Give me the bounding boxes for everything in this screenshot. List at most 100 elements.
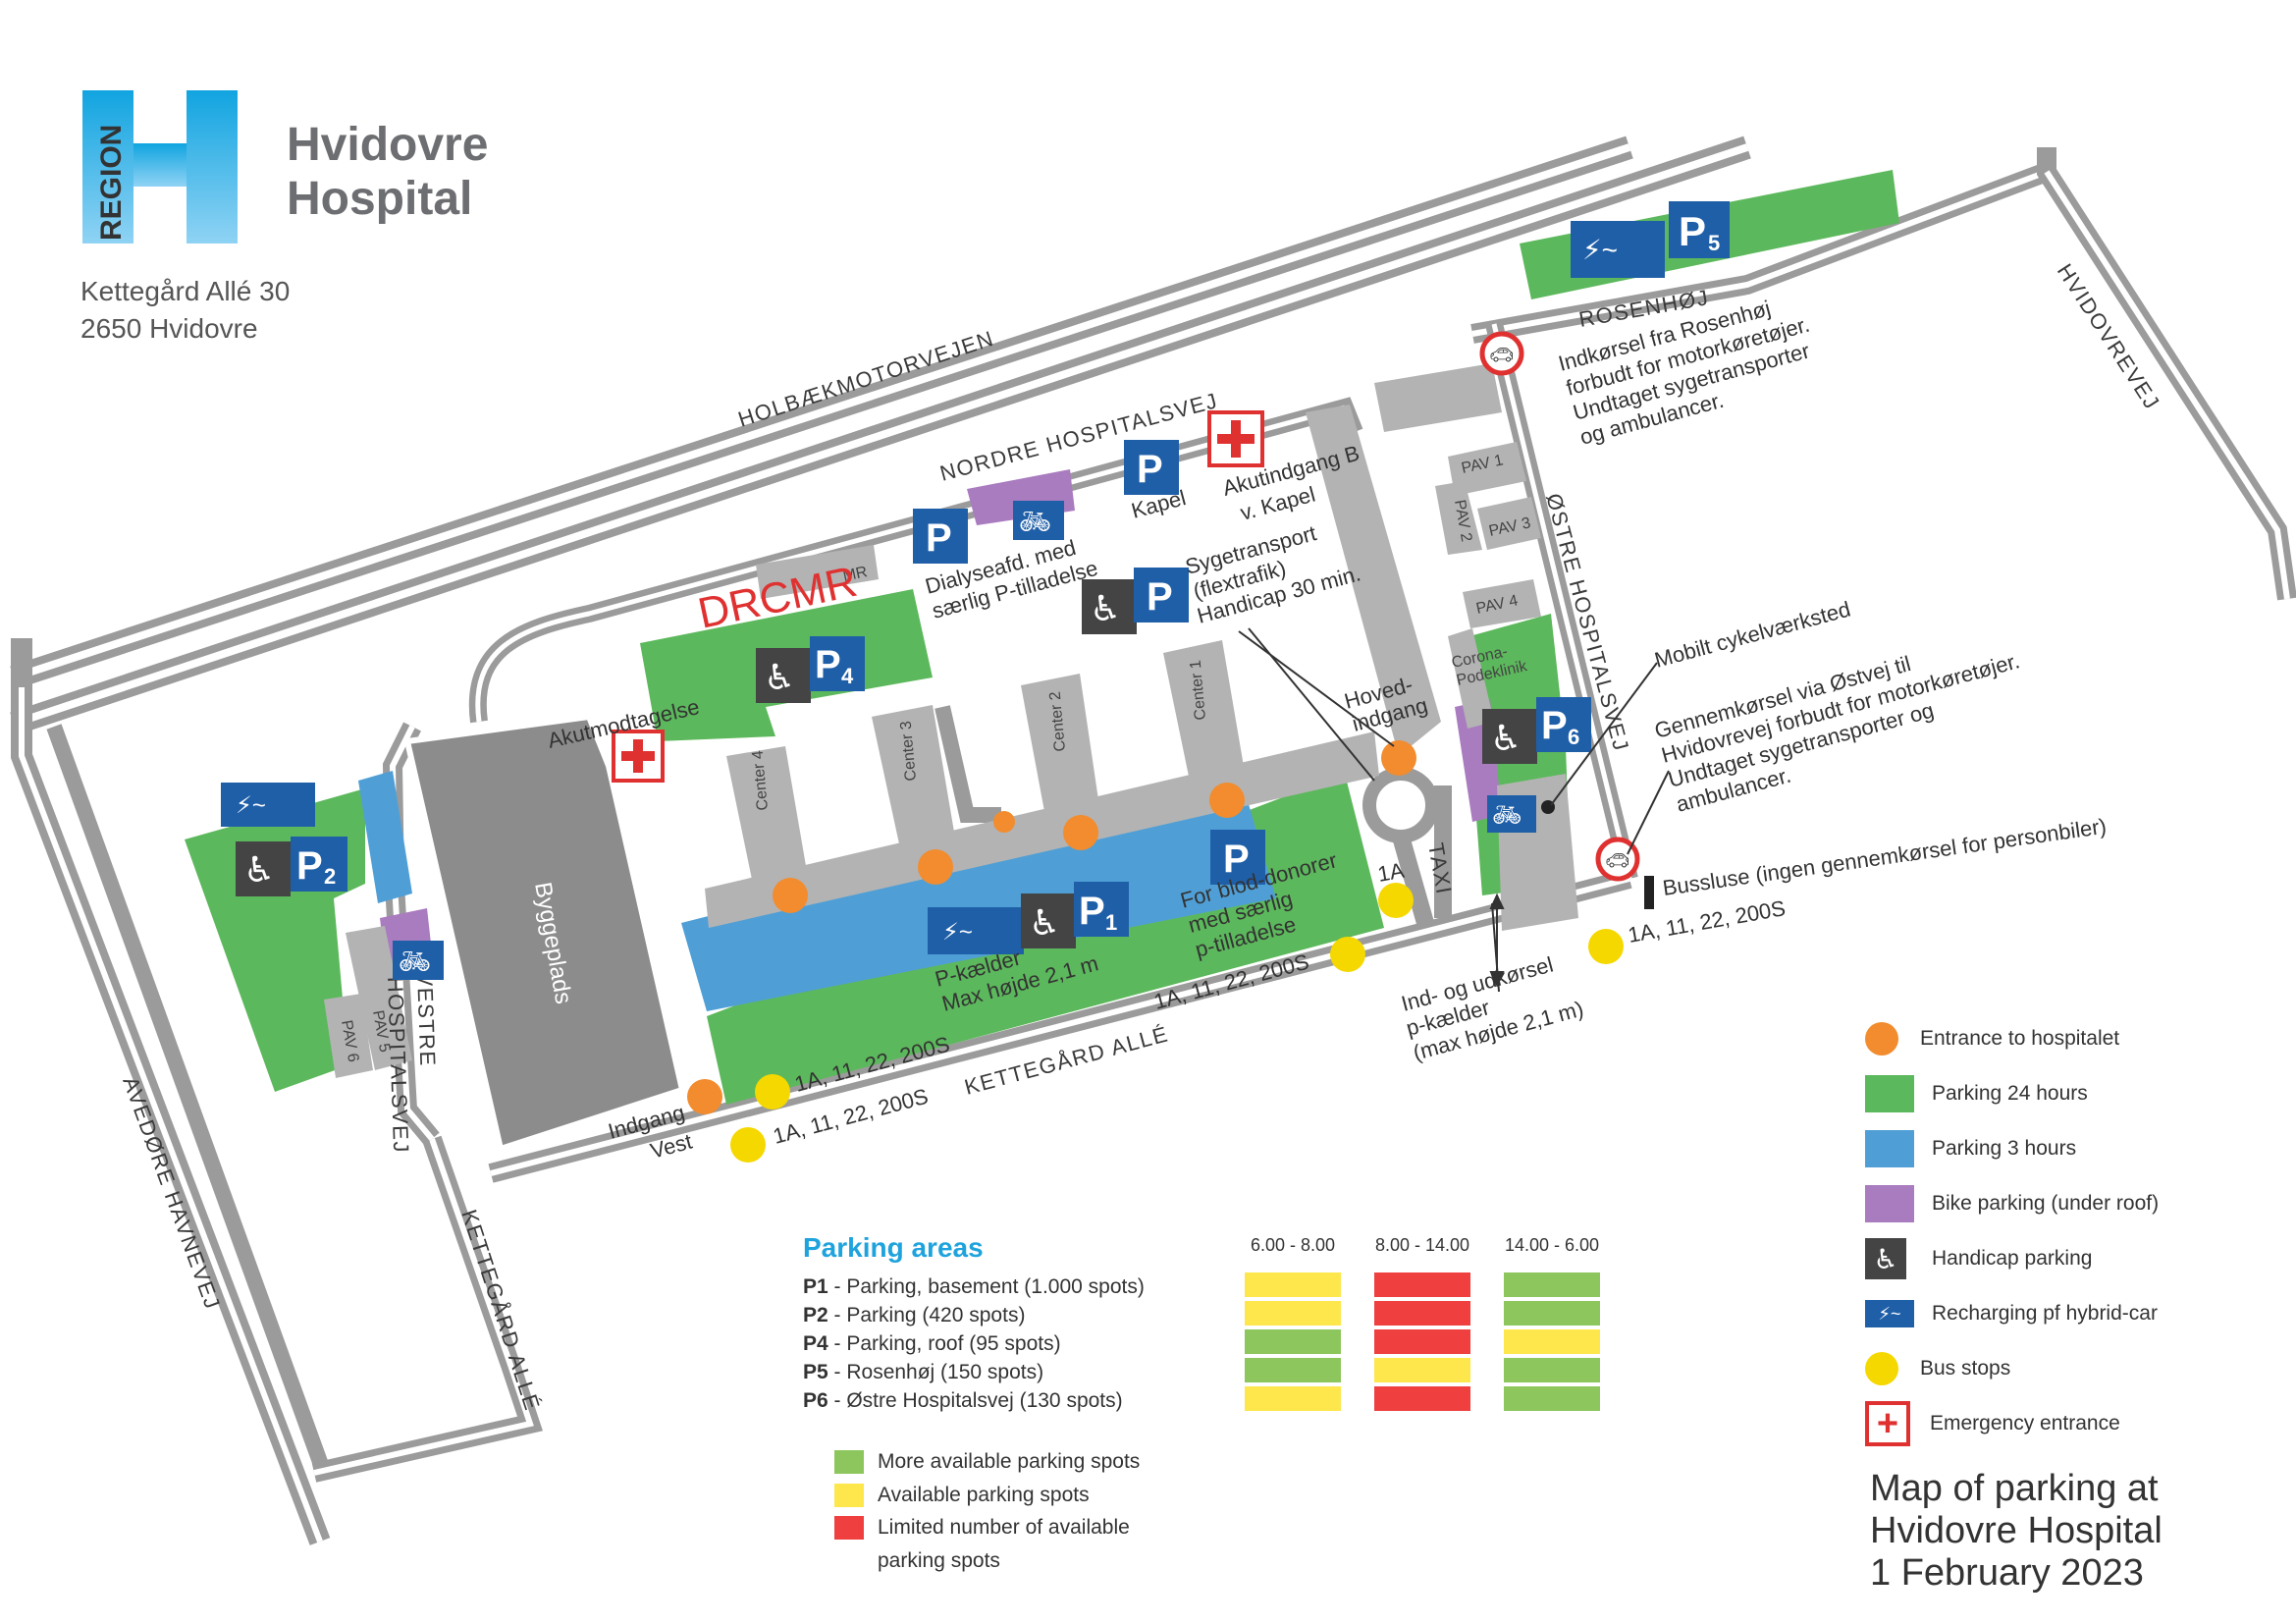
entrance-dot-vest[interactable] xyxy=(687,1079,722,1114)
roundabout xyxy=(1362,767,1439,843)
handicap-icon: ♿︎ xyxy=(1090,588,1121,628)
bike-icon-p6: 🚲︎ xyxy=(1487,795,1536,833)
parking-3h-swatch xyxy=(1865,1130,1914,1167)
availability-label: Limited number of available xyxy=(878,1516,1130,1539)
legend-item: ⚡︎~ Recharging pf hybrid-car xyxy=(1865,1286,2277,1341)
parking-area-row: P5 - Rosenhøj (150 spots) xyxy=(803,1358,1215,1386)
address-line1: Kettegård Allé 30 xyxy=(80,276,290,306)
availability-legend: More available parking spots Available p… xyxy=(834,1445,1247,1575)
sign-p-blooddonor[interactable]: P xyxy=(1210,830,1265,885)
bus-stop-dot[interactable] xyxy=(755,1074,790,1110)
availability-cell-yellow xyxy=(1374,1358,1470,1382)
availability-cell-yellow xyxy=(1504,1329,1600,1354)
bus-stop-dot[interactable] xyxy=(1378,883,1414,918)
ev-charging-icon: ⚡︎~ xyxy=(236,792,266,819)
limited-swatch xyxy=(834,1516,864,1540)
availability-cell-green xyxy=(1245,1358,1341,1382)
legend-label: Parking 24 hours xyxy=(1932,1082,2088,1105)
bus-stop-dot-icon xyxy=(1865,1352,1898,1385)
legend-label: Bike parking (under roof) xyxy=(1932,1192,2160,1215)
time-header: 14.00 - 6.00 xyxy=(1504,1235,1600,1255)
legend-item: Entrance to hospitalet xyxy=(1865,1011,2277,1066)
buildings xyxy=(324,363,1578,1153)
address-line2: 2650 Hvidovre xyxy=(80,313,258,344)
bus-stop-dot[interactable] xyxy=(1588,929,1624,964)
building-pav1 xyxy=(1448,442,1526,496)
building-mr xyxy=(756,545,879,599)
sign-p-sygetransport[interactable]: ♿︎ P xyxy=(1082,568,1189,634)
entrance-dot[interactable] xyxy=(918,849,953,885)
p-letter: P xyxy=(1147,575,1173,619)
availability-row-p4 xyxy=(1245,1327,1628,1356)
building-pav3 xyxy=(1477,497,1541,550)
parking-areas-rows: P1 - Parking, basement (1.000 spots) P2 … xyxy=(803,1272,1215,1415)
availability-cell-green xyxy=(1504,1386,1600,1411)
label-center4: Center 4 xyxy=(750,749,772,811)
legend-label: Emergency entrance xyxy=(1930,1412,2120,1435)
region-logo: REGION xyxy=(82,90,238,244)
parking-area-code: P1 xyxy=(803,1275,828,1298)
sign-p-kapel[interactable]: P xyxy=(1124,440,1179,495)
bike-icon: 🚲︎ xyxy=(1019,507,1051,536)
legend-item: + Emergency entrance xyxy=(1865,1396,2277,1451)
parking-area-desc: - Parking (420 spots) xyxy=(828,1304,1026,1326)
availability-cell-yellow xyxy=(1245,1386,1341,1411)
entrance-dot-icon xyxy=(1865,1022,1898,1056)
sign-p2[interactable]: ⚡︎~ ♿︎ P 2 xyxy=(221,783,347,896)
legend-item: Bike parking (under roof) xyxy=(1865,1176,2277,1231)
parking-areas-title: Parking areas xyxy=(803,1232,984,1263)
p-kaelder-arrow xyxy=(1489,893,1505,988)
parking-area-desc: - Parking, roof (95 spots) xyxy=(828,1332,1061,1355)
availability-legend-item: More available parking spots xyxy=(834,1445,1247,1479)
handicap-icon: ♿︎ xyxy=(1029,902,1060,943)
bike-icon: 🚲︎ xyxy=(1492,802,1522,829)
sign-p4[interactable]: ♿︎ P 4 xyxy=(756,636,865,703)
sign-p1[interactable]: ⚡︎~ ♿︎ P 1 xyxy=(928,882,1129,954)
legend-item: Bus stops xyxy=(1865,1341,2277,1396)
parking-p3h-west[interactable] xyxy=(358,771,412,903)
p-letter: P xyxy=(1137,448,1163,491)
entrance-dot[interactable] xyxy=(1381,740,1416,776)
legend-label: Handicap parking xyxy=(1932,1247,2093,1270)
bus-stop-dot[interactable] xyxy=(1330,937,1365,972)
entrance-dot[interactable] xyxy=(1063,815,1098,850)
road-label-avedore: AVEDØRE HAVNEVEJ xyxy=(118,1073,225,1313)
parking-area-desc: - Parking, basement (1.000 spots) xyxy=(828,1275,1145,1298)
entrance-dot[interactable] xyxy=(1209,783,1245,818)
p4-letter: P xyxy=(815,643,841,686)
sign-p5[interactable]: ⚡︎~ P 5 xyxy=(1571,201,1730,278)
parking-area-row: P4 - Parking, roof (95 spots) xyxy=(803,1329,1215,1358)
time-header: 6.00 - 8.00 xyxy=(1250,1235,1336,1255)
legend-label: Recharging pf hybrid-car xyxy=(1932,1302,2158,1325)
p2-sub: 2 xyxy=(324,864,336,889)
legend-item: Parking 3 hours xyxy=(1865,1121,2277,1176)
parking-area-code: P5 xyxy=(803,1361,828,1383)
sign-p-dialyse[interactable]: P xyxy=(913,509,968,564)
legend-label: Parking 3 hours xyxy=(1932,1137,2077,1160)
building-pav5 xyxy=(346,926,412,1070)
label-cykel: Mobilt cykelværksted xyxy=(1652,597,1853,673)
parking-area-row: P1 - Parking, basement (1.000 spots) xyxy=(803,1272,1215,1301)
availability-label: Available parking spots xyxy=(878,1484,1090,1506)
sign-p6[interactable]: ♿︎ P 6 xyxy=(1482,697,1591,764)
availability-legend-item: Limited number of available parking spot… xyxy=(834,1512,1247,1575)
emergency-cross-akutindgang[interactable] xyxy=(1207,410,1264,467)
no-entry-sign-ostre: 🚗︎ xyxy=(1595,837,1640,882)
availability-label-2: parking spots xyxy=(878,1549,1000,1572)
building-pav4 xyxy=(1463,579,1541,628)
roads xyxy=(10,135,2296,1545)
bus-stop-dot[interactable] xyxy=(730,1127,766,1163)
legend-label: Entrance to hospitalet xyxy=(1920,1027,2120,1050)
entrance-dot[interactable] xyxy=(773,878,808,913)
p-letter: P xyxy=(1223,838,1250,881)
availability-row-p5 xyxy=(1245,1356,1628,1384)
emergency-cross-akutmodtagelse[interactable] xyxy=(612,730,665,783)
building-pav6 xyxy=(324,994,373,1078)
p-letter: P xyxy=(926,516,952,560)
label-center3: Center 3 xyxy=(898,720,920,782)
entrance-dot[interactable] xyxy=(993,811,1015,833)
map-title: Map of parking at Hvidovre Hospital 1 Fe… xyxy=(1870,1468,2282,1595)
parking-p1-blue[interactable] xyxy=(681,781,1276,1011)
availability-cell-green xyxy=(1504,1358,1600,1382)
